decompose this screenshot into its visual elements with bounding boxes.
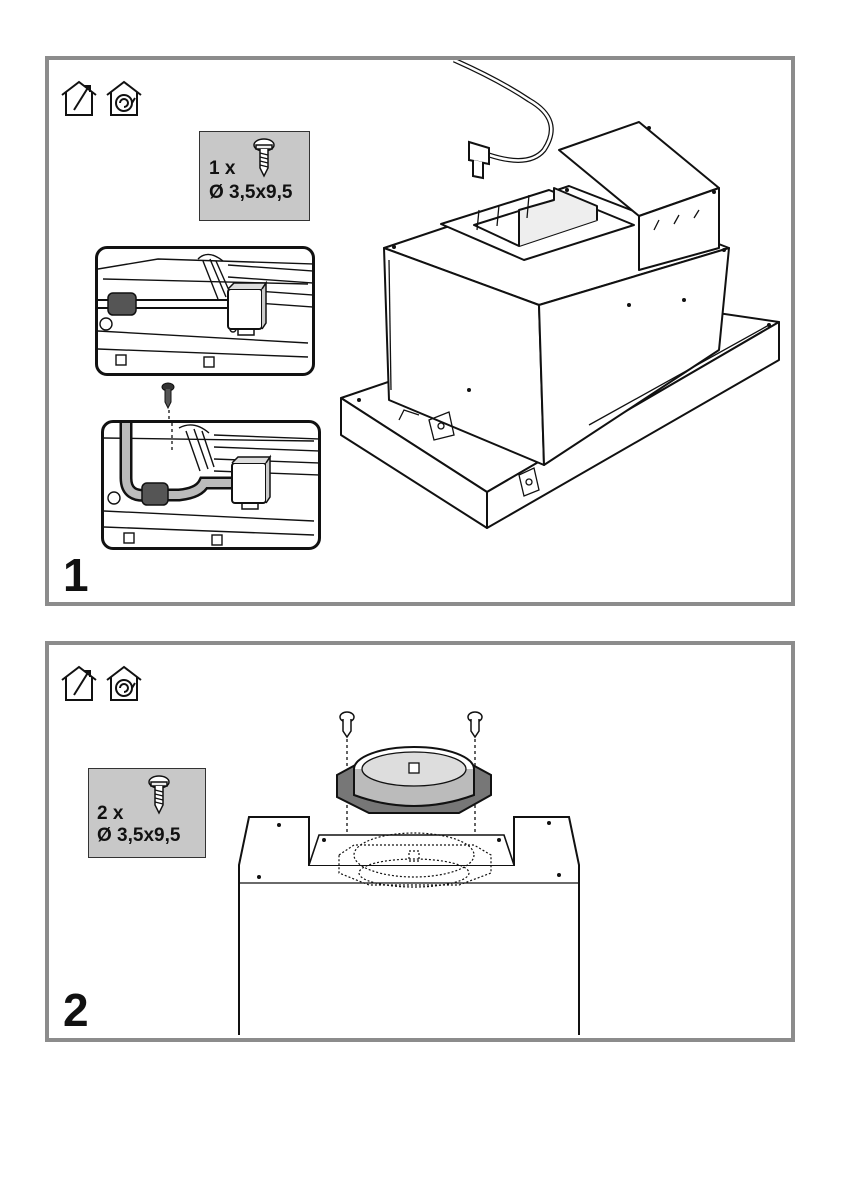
step-2-panel: 2 x Ø 3,5x9,5 [45,641,795,1042]
screw-icon [147,775,171,815]
screw-spec-box: 1 x Ø 3,5x9,5 [199,131,310,221]
mode-icons [59,78,149,118]
screw-size: Ø 3,5x9,5 [209,182,292,204]
step-1-panel: 1 x Ø 3,5x9,5 [45,56,795,606]
detail-connector-after [101,420,321,550]
recirculation-icon [107,667,141,700]
screw-icon [340,712,354,737]
hood-illustration [329,60,789,530]
screw-icon [161,382,175,412]
screw-spec-box: 2 x Ø 3,5x9,5 [88,768,206,858]
screw-quantity: 2 x [97,803,123,825]
screw-icon [252,138,276,178]
recirculation-icon [107,82,141,115]
screw-quantity: 1 x [209,158,235,180]
mode-icons [59,663,149,703]
ducted-exhaust-icon [62,667,96,700]
screw-size: Ø 3,5x9,5 [97,825,180,847]
step-number: 1 [63,552,89,598]
ducted-exhaust-icon [62,82,96,115]
step-number: 2 [63,987,89,1033]
screw-icon [468,712,482,737]
detail-connector-before [95,246,315,376]
flange-hood-illustration [229,705,589,1040]
